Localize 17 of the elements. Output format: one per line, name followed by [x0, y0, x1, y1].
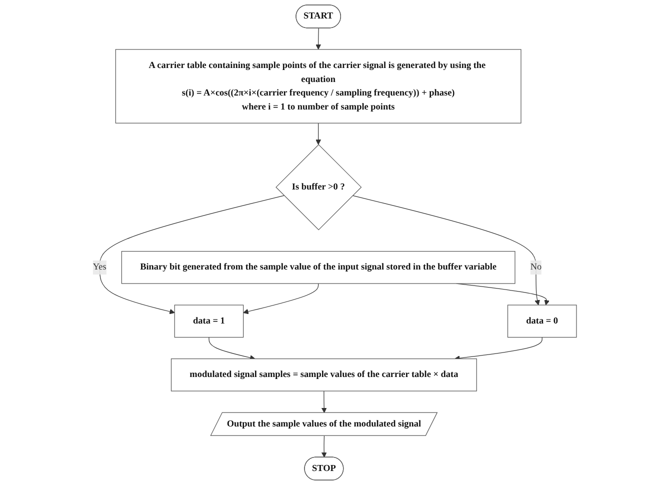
arrow: [352, 195, 540, 306]
node-box: A carrier table containing sample points of the carrier signal is generated by using the equation s(i) = A×cos((2π×i×(carrier frequency / sampling frequency)) + phase) where i = 1 to number of sample points: [115, 49, 522, 124]
node-diamond: Is buffer >0 ?: [275, 144, 362, 230]
arrow: [242, 283, 318, 314]
arrow: [315, 122, 321, 145]
edge-label: No: [530, 262, 542, 272]
node-box: data = 0: [507, 304, 577, 338]
node-box: data = 1: [174, 304, 244, 338]
arrow: [99, 195, 284, 314]
arrow: [315, 28, 321, 50]
edge-label: Yes: [92, 262, 106, 272]
arrow: [321, 436, 327, 458]
node-box: modulated signal samples = sample values of the carrier table × data: [170, 358, 477, 392]
node-box: Binary bit generated from the sample value of the input signal stored in the buffer variable: [121, 251, 516, 284]
arrow: [454, 336, 542, 361]
arrow: [208, 336, 255, 360]
arrow: [321, 390, 327, 414]
